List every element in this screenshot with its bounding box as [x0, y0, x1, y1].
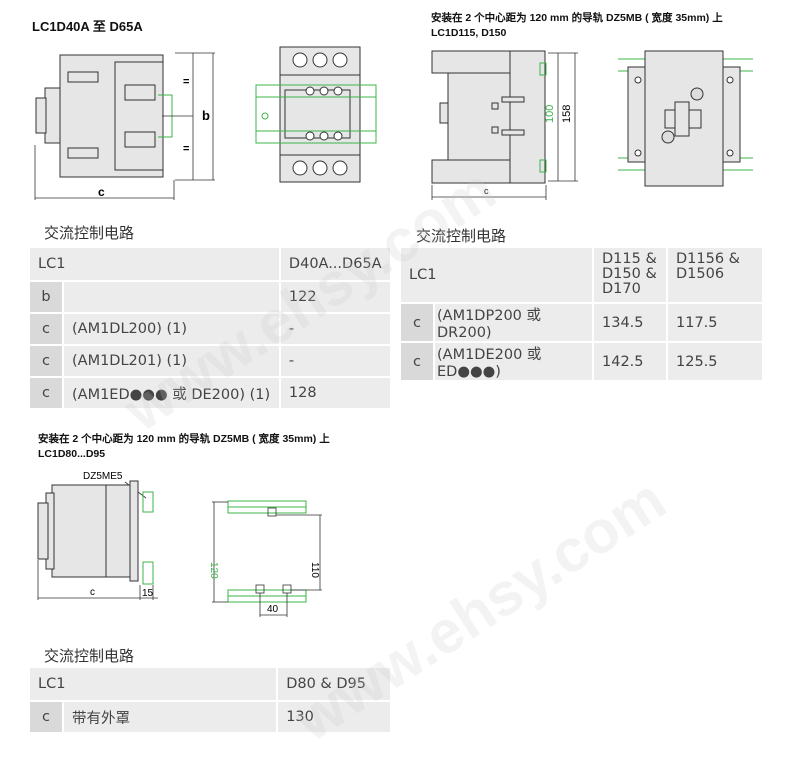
table3-title: 交流控制电路 — [44, 647, 135, 665]
dim-100-label: 100 — [544, 105, 556, 123]
section1-heading: LC1D40A 至 D65A — [32, 19, 143, 34]
table-row: b 122 — [28, 280, 393, 314]
row-value: - — [278, 312, 393, 346]
table-row: c (AM1DE200 或 ED●●●) 142.5 125.5 — [399, 341, 764, 382]
table1: LC1 D40A...D65A b 122 c (AM1DL200) (1) -… — [28, 246, 393, 410]
row-value: - — [278, 344, 393, 378]
row-value: 142.5 — [592, 341, 668, 382]
row-key: c — [28, 344, 64, 378]
dim-c-label: c — [90, 587, 95, 598]
header-cell: LC1 — [399, 246, 594, 304]
contactor-body-side — [37, 480, 139, 582]
row-key: c — [399, 341, 435, 382]
header-cell: D40A...D65A — [278, 246, 393, 282]
row-key: c — [28, 312, 64, 346]
row-desc — [62, 280, 281, 314]
row-value: 122 — [278, 280, 393, 314]
contactor-front-view — [279, 46, 361, 183]
dim-120-label: 120 — [208, 562, 219, 579]
header-cell: LC1 — [27, 666, 279, 702]
table-row: c (AM1ED●●● 或 DE200) (1) 128 — [28, 376, 393, 410]
dim-15-label: 15 — [142, 588, 154, 599]
row-value: 128 — [278, 376, 393, 410]
header-cell: D115 & D150 & D170 — [592, 246, 668, 304]
lc1d115-drawing: 100 158 c — [431, 50, 753, 200]
header-cell: D80 & D95 — [276, 666, 392, 702]
section2-heading: 安装在 2 个中心距为 120 mm 的导轨 DZ5MB ( 宽度 35mm) … — [431, 11, 723, 41]
row-desc: (AM1DL201) (1) — [62, 344, 281, 378]
table-header-row: LC1 D115 & D150 & D170 D1156 & D1506 — [399, 246, 764, 304]
header-cell: LC1 — [28, 246, 281, 282]
row-key: c — [28, 700, 64, 734]
dim-40-label: 40 — [267, 604, 279, 615]
row-key: c — [399, 302, 435, 343]
row-desc: (AM1ED●●● 或 DE200) (1) — [62, 376, 281, 410]
row-desc: (AM1DL200) (1) — [62, 312, 281, 346]
section2-heading-line1: 安装在 2 个中心距为 120 mm 的导轨 DZ5MB ( 宽度 35mm) … — [431, 12, 723, 24]
table-header-row: LC1 D80 & D95 — [27, 666, 392, 702]
lc1d80-drawing: DZ5ME5 c 15 120 110 40 — [37, 471, 322, 617]
dim-c-label: c — [484, 186, 489, 196]
table-header-row: LC1 D40A...D65A — [28, 246, 393, 282]
row-desc: (AM1DE200 或 ED●●●) — [433, 341, 594, 382]
row-value: 134.5 — [592, 302, 668, 343]
din-rails — [227, 500, 307, 603]
dim-c-label: c — [98, 185, 105, 199]
row-desc: (AM1DP200 或 DR200) — [433, 302, 594, 343]
table3: LC1 D80 & D95 c 带有外罩 130 — [27, 666, 392, 734]
row-value: 130 — [276, 700, 392, 734]
table2: LC1 D115 & D150 & D170 D1156 & D1506 c (… — [399, 246, 764, 382]
section2-heading-line2: LC1D115, D150 — [431, 27, 507, 39]
section3-heading-line2: LC1D80...D95 — [38, 448, 106, 460]
din-rail — [255, 84, 377, 144]
lc1d40a-drawing: = = b c — [34, 46, 377, 200]
row-value: 117.5 — [666, 302, 764, 343]
contactor-body-side — [431, 50, 546, 184]
part-label: DZ5ME5 — [83, 471, 123, 482]
dim-b-label: b — [202, 108, 210, 123]
svg-text:=: = — [183, 143, 189, 155]
table-row: c (AM1DP200 或 DR200) 134.5 117.5 — [399, 302, 764, 343]
table-row: c (AM1DL200) (1) - — [28, 312, 393, 346]
row-key: b — [28, 280, 64, 314]
svg-text:=: = — [183, 76, 189, 88]
table2-title: 交流控制电路 — [416, 227, 507, 245]
section3-heading-line1: 安装在 2 个中心距为 120 mm 的导轨 DZ5MB ( 宽度 35mm) … — [38, 433, 330, 445]
row-desc: 带有外罩 — [61, 700, 279, 734]
row-value: 125.5 — [666, 341, 764, 382]
contactor-front-view — [627, 50, 741, 187]
table1-title: 交流控制电路 — [44, 224, 135, 242]
dim-110-label: 110 — [309, 562, 320, 578]
table-row: c 带有外罩 130 — [28, 700, 392, 734]
section3-heading: 安装在 2 个中心距为 120 mm 的导轨 DZ5MB ( 宽度 35mm) … — [38, 432, 330, 462]
row-key: c — [28, 376, 64, 410]
table-row: c (AM1DL201) (1) - — [28, 344, 393, 378]
dim-158-label: 158 — [561, 105, 573, 123]
header-cell: D1156 & D1506 — [666, 246, 764, 304]
